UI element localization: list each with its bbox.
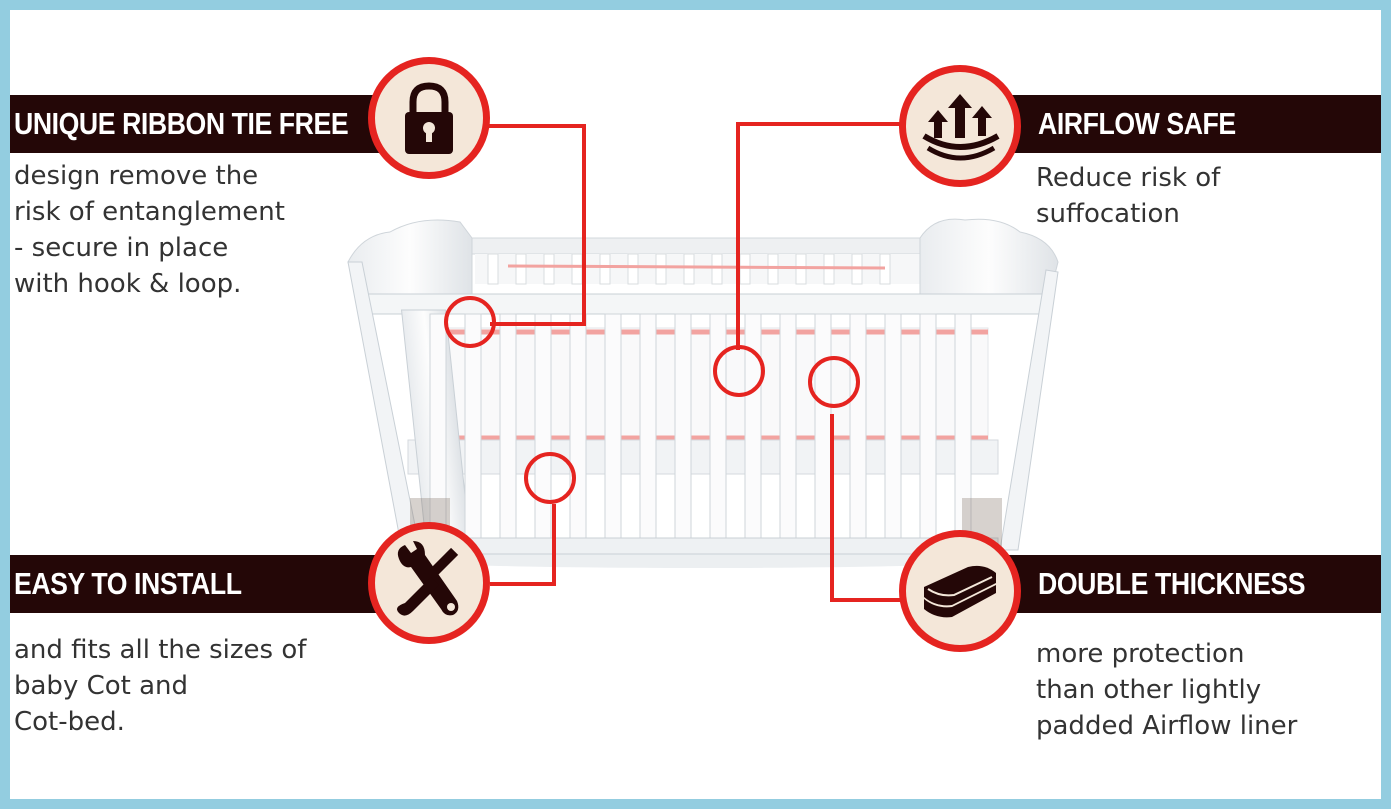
lock-icon <box>405 82 453 154</box>
wrench-screwdriver-icon <box>397 541 459 616</box>
feature-description-thickness: more protection than other lightly padde… <box>1036 639 1298 741</box>
callout-circle-airflow <box>713 345 765 397</box>
callout-circle-thickness <box>808 356 860 408</box>
feature-badge-ribbon <box>368 57 490 179</box>
feature-badge-install <box>368 522 490 644</box>
airflow-arrows-icon <box>922 94 1000 161</box>
connector-lines <box>444 122 908 602</box>
feature-badge-thickness <box>899 530 1021 652</box>
callout-circle-install <box>524 452 576 504</box>
padded-layers-icon <box>924 565 996 618</box>
callout-circle-ribbon <box>444 296 496 348</box>
feature-description-install: and fits all the sizes of baby Cot and C… <box>14 635 307 737</box>
feature-title-airflow: AIRFLOW SAFE <box>970 95 1381 153</box>
feature-description-ribbon: design remove the risk of entanglement -… <box>14 161 285 299</box>
feature-title-thickness: DOUBLE THICKNESS <box>970 555 1381 613</box>
feature-description-airflow: Reduce risk of suffocation <box>1036 163 1221 229</box>
feature-badge-airflow <box>899 65 1021 187</box>
